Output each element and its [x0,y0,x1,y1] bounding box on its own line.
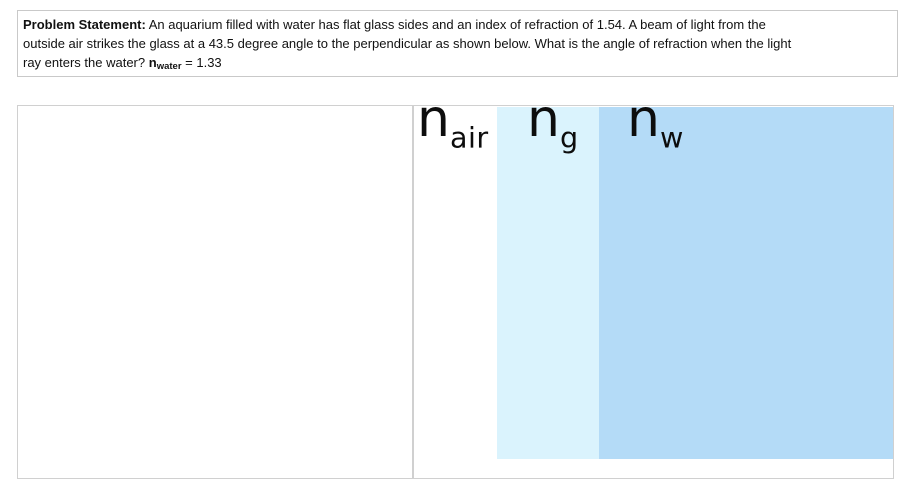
water-region-label: nw [627,93,684,152]
work-area-panel [17,105,413,479]
problem-line-2-text: outside air strikes the glass at a 43.5 … [23,36,792,51]
problem-line-2: outside air strikes the glass at a 43.5 … [23,34,891,53]
problem-line-3-text: ray enters the water? [23,55,146,70]
water-region [599,107,893,459]
air-region [414,107,497,459]
n-water-symbol: n [148,55,157,70]
glass-region-label: ng [527,93,579,152]
glass-region [497,107,599,459]
refraction-diagram-panel: nair ng nw [413,93,894,479]
problem-statement-box: Problem Statement: An aquarium filled wi… [17,10,898,77]
glass-subscript: g [559,120,579,155]
air-region-label: nair [417,93,489,152]
problem-line-1-text: An aquarium filled with water has flat g… [145,17,766,32]
glass-symbol: n [527,89,560,149]
lower-row: nair ng nw [17,93,894,479]
air-subscript: air [449,120,489,155]
problem-line-1: Problem Statement: An aquarium filled wi… [23,15,891,34]
water-symbol: n [627,89,660,149]
problem-title: Problem Statement: [23,17,146,32]
n-water-subscript: water [156,61,182,72]
n-water-value: = 1.33 [185,55,222,70]
water-subscript: w [659,120,684,155]
air-symbol: n [417,89,450,149]
problem-line-3: ray enters the water? nwater = 1.33 [23,53,891,76]
